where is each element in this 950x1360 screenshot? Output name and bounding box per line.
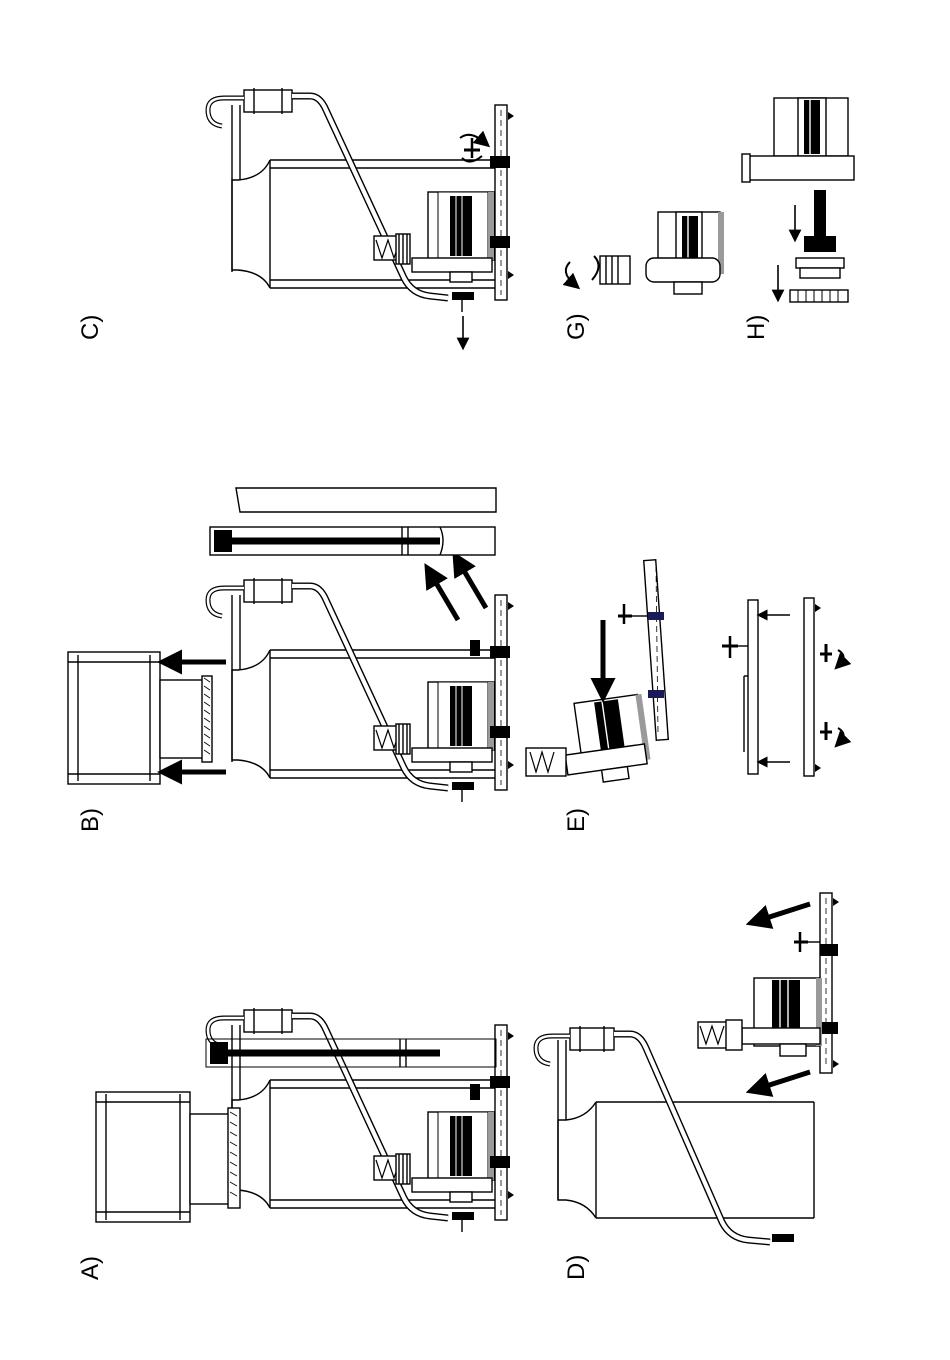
screw-rotate-icon [820, 644, 844, 742]
panel-label-e: E) [563, 808, 590, 832]
panel-a [96, 1008, 514, 1232]
panel-b-parts [210, 488, 496, 555]
panel-label-h: H) [743, 315, 770, 340]
panel-b [68, 564, 514, 802]
panel-label-b: B) [77, 808, 104, 832]
panel-h [742, 98, 854, 302]
panel-a-riser [206, 1039, 496, 1067]
panel-label-c: C) [77, 315, 104, 340]
panel-e [526, 560, 844, 787]
panel-c [208, 88, 514, 344]
panel-label-a: A) [77, 1256, 104, 1280]
panel-label-g: G) [563, 313, 590, 340]
panel-d [536, 893, 839, 1242]
panel-g [566, 212, 724, 294]
panel-label-d: D) [563, 1255, 590, 1280]
rotate-knob-icon [460, 135, 484, 162]
